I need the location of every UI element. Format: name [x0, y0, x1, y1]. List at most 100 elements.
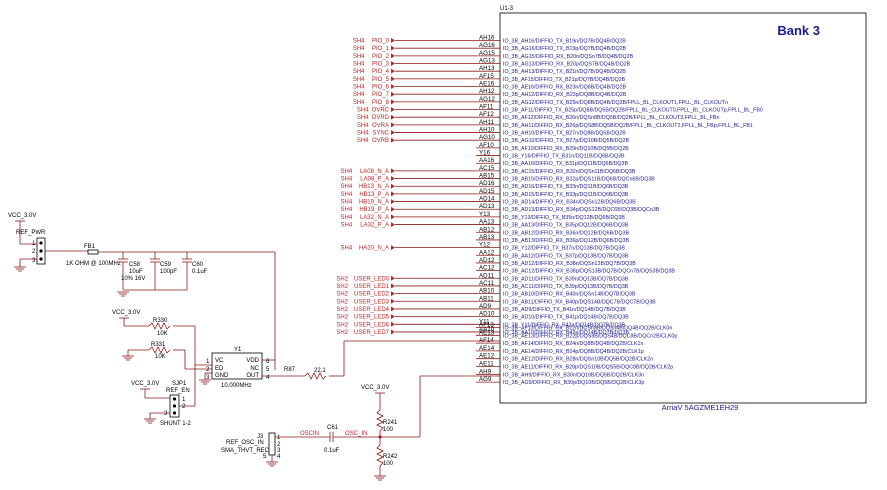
sheet-label: SH4 [353, 100, 365, 106]
j3-pin-2: 2 [277, 441, 281, 448]
net-arrow-icon [391, 130, 395, 136]
net-arrow-icon [391, 206, 395, 212]
sheet-label: SH2 [336, 315, 348, 321]
net-label: OVRA [372, 123, 389, 129]
pin-number: AD16 [479, 180, 495, 187]
net-arrow-icon [391, 214, 395, 220]
pin-name: IO_3B_AG9/DIFFIO_RX_B30p/DQ10B/DQ5B/DQ2B… [503, 380, 644, 386]
vcc-sj-label: VCC_3.0V [131, 381, 159, 387]
sjp1-ref: SJP1 [172, 381, 187, 387]
pin-number: AH10 [479, 127, 495, 134]
y1-vdd: VDD [246, 358, 259, 364]
net-arrow-icon [391, 45, 395, 51]
ref-pwr-label: REF_PWR [16, 230, 46, 236]
pin-number: AG15 [479, 50, 495, 57]
pin-number: AB15 [479, 173, 495, 180]
r331-ref: R331 [151, 342, 166, 348]
c58-ref: C58 [129, 262, 141, 268]
y1-ed: ED [215, 366, 224, 372]
vcc-top-label: VCC_3.0V [8, 213, 36, 219]
net-arrow-icon [391, 183, 395, 189]
r87-ref: R87 [284, 367, 296, 373]
sheet-label: SH4 [341, 169, 353, 175]
fb1-body [87, 249, 99, 255]
pin-number: AD13 [479, 203, 495, 210]
net-label: HB13_N_A [359, 184, 389, 190]
r242-body [376, 444, 384, 467]
fb1-value: 1K OHM @ 100MHz [66, 261, 121, 267]
net-arrow-icon [391, 199, 395, 205]
pin-name: IO_3B_AH10/DIFFIO_TX_B27n/DQ8B/DQ5B/DQ2B [503, 131, 626, 137]
c61-val: 0.1uF [324, 448, 340, 454]
pin-name: IO_3B_AF14/DIFFIO_RX_B24n/DQ8B/DQ4B/DQ2B… [503, 341, 643, 347]
pin-number: AD11 [479, 272, 495, 279]
pin-name: IO_3B_AG15/DIFFIO_RX_B20n/DQSn7B/DQ4B/DQ… [503, 54, 634, 60]
y1-pin-2: 2 [206, 366, 210, 373]
net-label: PIO_7 [372, 92, 390, 98]
pin-number: AE12 [479, 353, 495, 360]
pin-number: AD14 [479, 196, 495, 203]
pin-number: Y13 [479, 211, 491, 218]
net-label: USER_LED7 [354, 330, 390, 336]
sheet-label: SH4 [357, 108, 369, 114]
sheet-label: SH4 [357, 115, 369, 121]
net-label: USER_LED1 [354, 284, 390, 290]
pin-name: IO_3B_AE14/DIFFIO_RX_B24p/DQ8B/DQ4B/DQ2B… [503, 349, 644, 355]
y1-gnd: GND [215, 373, 229, 379]
net-arrow-icon [391, 314, 395, 320]
r241-val: 100 [383, 427, 394, 433]
j3-ref: J3 [257, 434, 264, 440]
net-arrow-icon [391, 107, 395, 113]
y1-out: OUT [246, 373, 259, 379]
net-arrow-icon [391, 84, 395, 90]
net-label: LA08_P_A [360, 177, 389, 183]
net-arrow-icon [391, 222, 395, 228]
pin-number: AG16 [479, 42, 495, 49]
net-label: PIO_8 [372, 100, 390, 106]
net-label: PIO_6 [372, 85, 390, 91]
c58 [118, 252, 128, 290]
j3-pin-4: 4 [277, 453, 281, 460]
net-arrow-icon [391, 283, 395, 289]
r330-val: 10K [157, 331, 168, 337]
pin-name: IO_3B_AH16/DIFFIO_TX_B19n/DQ7B/DQ4B/DQ2B [503, 39, 626, 45]
net-arrow-icon [391, 298, 395, 304]
c60 [182, 252, 192, 290]
net-osc-in: OSC_IN [345, 431, 367, 437]
pin-name: IO_3B_AD12/DIFFIO_RX_B38n/DQSn13B/DQ7B/D… [503, 261, 636, 267]
y1-pin-6: 6 [266, 358, 270, 365]
sheet-label: SH4 [357, 123, 369, 129]
pin-number: AA13 [479, 219, 495, 226]
y1-body [211, 352, 263, 380]
pin-name: IO_3B_AE12/DIFFIO_RX_B28n/DQSn10B/DQ5B/D… [503, 357, 653, 363]
sheet-label: SH2 [336, 276, 348, 282]
pin-number: AC11 [479, 280, 495, 287]
pin-name: IO_3B_AE16/DIFFIO_RX_B23n/DQ8B/DQ4B/DQ2B [503, 85, 627, 91]
y1-vc: VC [215, 358, 224, 364]
sheet-label: SH2 [336, 299, 348, 305]
pin-name: IO_3B_AF12/DIFFIO_RX_B26n/DQSn8B/DQ5B/DQ… [503, 115, 719, 121]
net-label: OVRC [372, 108, 390, 114]
y1-pin-1: 1 [206, 358, 210, 365]
net-label: HB19_P_A [359, 207, 389, 213]
pin-name: IO_3B_AH13/DIFFIO_TX_B21n/DQ7B/DQ4B/DQ2B [503, 69, 626, 75]
pin-number: AD12 [479, 257, 495, 264]
c58-val: 10uF [129, 269, 143, 275]
pin-name: IO_3B_AC11/DIFFIO_TX_B39p/DQ13B/DQ7B/DQ3… [503, 284, 629, 290]
net-arrow-icon [391, 91, 395, 97]
net-label: HB19_N_A [359, 200, 389, 206]
sjp1-name: REF_EN [166, 388, 190, 394]
pin-name: IO_3B_AB11/DIFFIO_RX_B40p/DQS14B/DQC7B/D… [503, 299, 656, 305]
net-label: PIO_2 [372, 54, 390, 60]
sheet-label: SH4 [341, 215, 353, 221]
pin-name: IO_3B_AB10/DIFFIO_RX_B40n/DQSn14B/DQ7B/D… [503, 292, 636, 298]
pin-number: AG9 [479, 376, 492, 383]
pin-name: IO_3B_AF10/DIFFIO_RX_B29n/DQ10B/DQ5B/DQ2… [503, 146, 629, 152]
vcc-osc-label: VCC_3.0V [361, 385, 389, 391]
pin-number: AB13 [479, 234, 495, 241]
pin-name: IO_3B_AG16/DIFFIO_TX_B19p/DQ7B/DQ4B/DQ2B [503, 46, 627, 52]
sheet-label: SH4 [353, 92, 365, 98]
pin-name: IO_3B_AF15/DIFFIO_TX_B21p/DQ7B/DQ4B/DQ2B [503, 77, 626, 83]
sheet-label: SH2 [336, 307, 348, 313]
